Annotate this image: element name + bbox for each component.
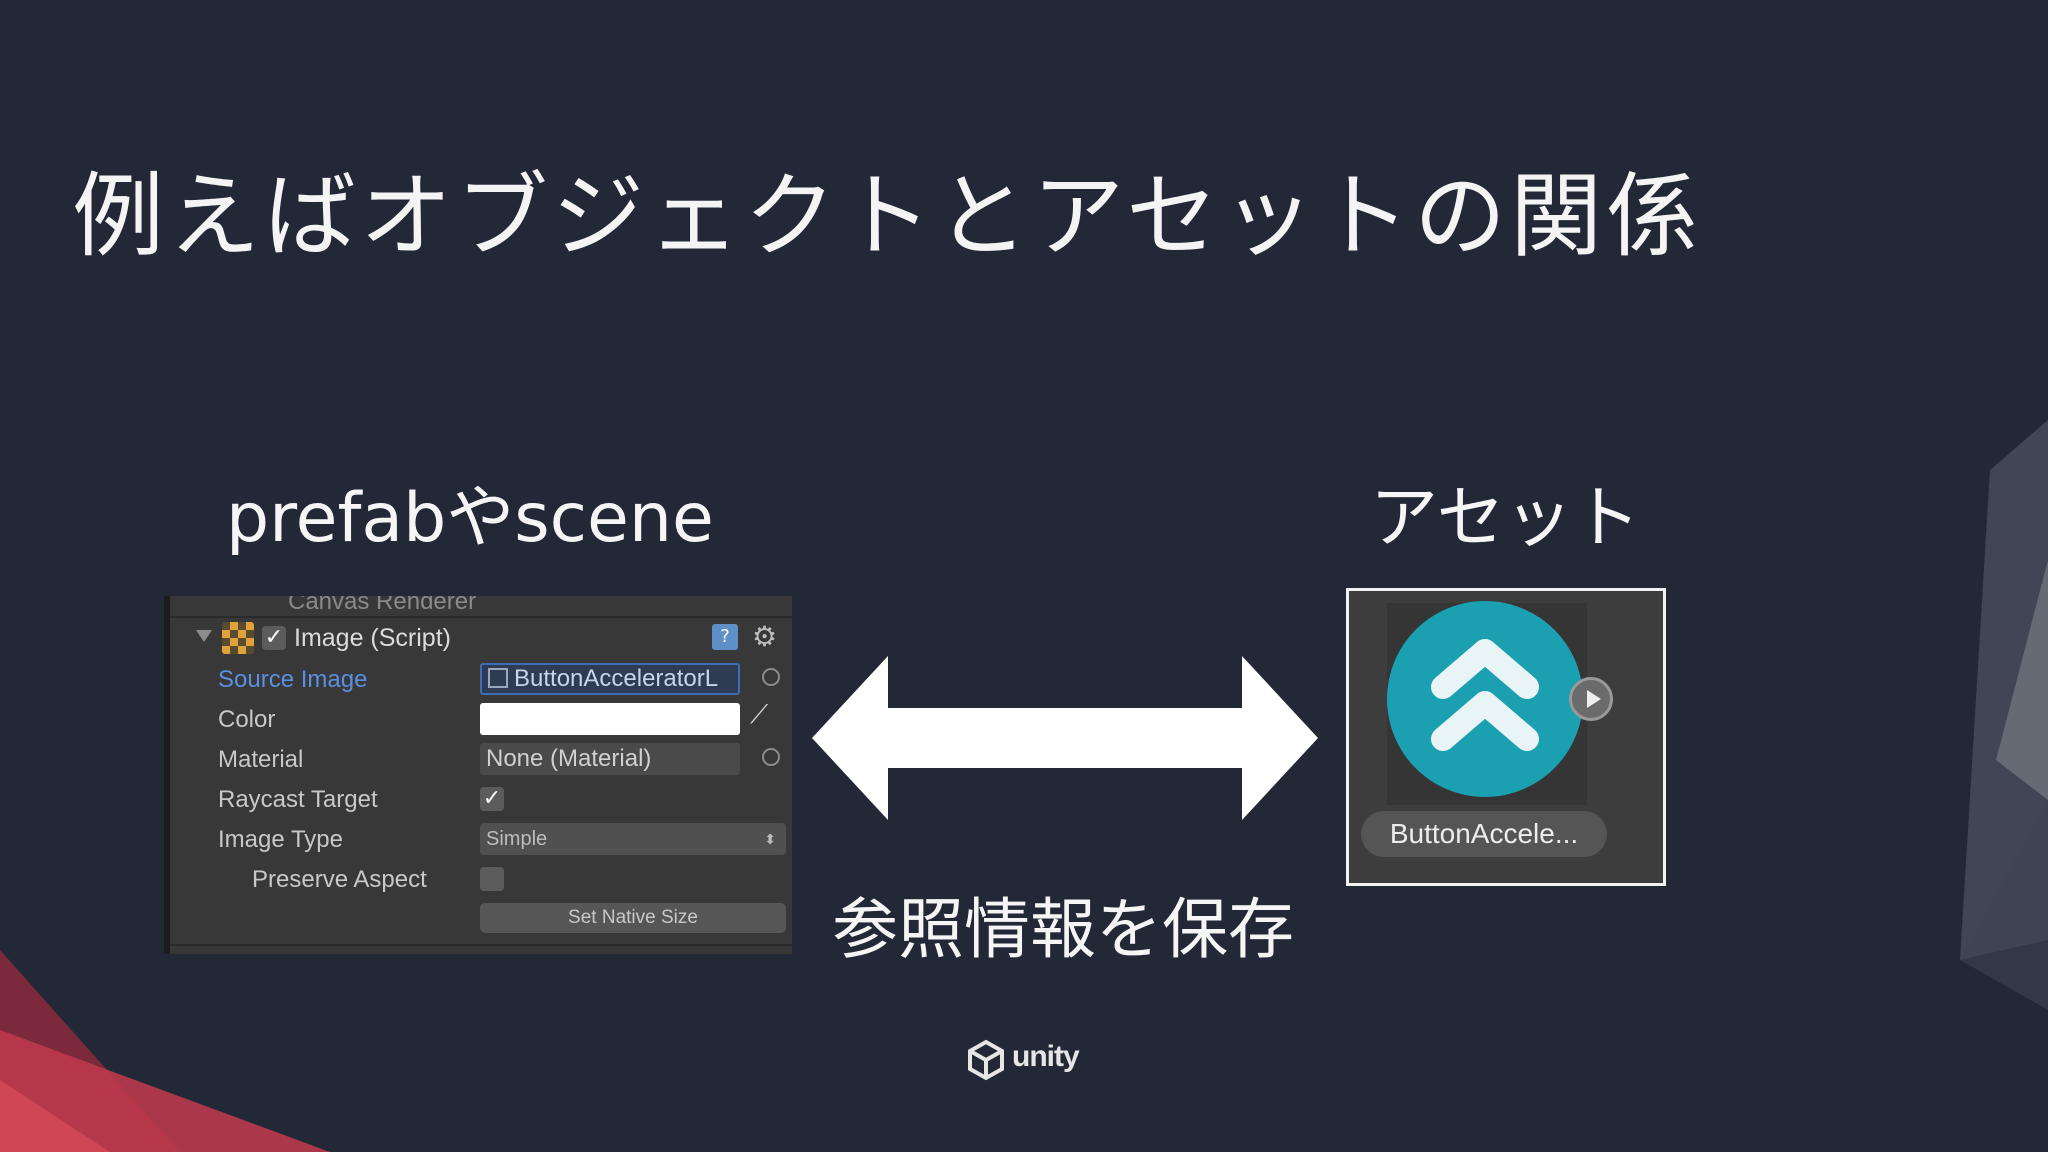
canvas-renderer-header: Canvas Renderer xyxy=(170,596,792,618)
image-type-dropdown[interactable]: Simple ⬍ xyxy=(480,823,786,855)
material-row: Material None (Material) xyxy=(170,740,792,778)
source-image-field[interactable]: ButtonAcceleratorL xyxy=(480,663,740,695)
double-arrow-icon xyxy=(812,656,1318,820)
asset-thumbnail xyxy=(1387,601,1583,797)
component-enabled-checkbox[interactable]: ✓ xyxy=(262,626,286,650)
eyedropper-icon[interactable]: ⟋ xyxy=(750,700,769,730)
dropdown-arrow-icon: ⬍ xyxy=(764,831,776,847)
play-icon[interactable] xyxy=(1569,677,1613,721)
set-native-size-row: Set Native Size xyxy=(170,900,792,938)
preserve-aspect-label: Preserve Aspect xyxy=(252,866,427,893)
preserve-aspect-row: Preserve Aspect xyxy=(170,860,792,898)
sprite-icon xyxy=(488,668,508,688)
object-picker-icon[interactable] xyxy=(762,668,780,686)
image-type-label: Image Type xyxy=(218,826,343,853)
right-label: アセット xyxy=(1370,479,1641,558)
slide-title: 例えばオブジェクトとアセットの関係 xyxy=(72,163,1703,270)
set-native-size-button[interactable]: Set Native Size xyxy=(480,903,786,933)
unity-logo-icon xyxy=(968,1039,1004,1081)
source-image-row: Source Image ButtonAcceleratorL xyxy=(170,660,792,698)
inspector-divider xyxy=(170,944,792,954)
asset-tile[interactable]: ButtonAccele... xyxy=(1346,588,1666,886)
color-row: Color ⟋ xyxy=(170,700,792,738)
inspector-panel: Canvas Renderer ✓ Image (Script) ? ⚙ Sou… xyxy=(164,596,792,954)
image-component-header[interactable]: ✓ Image (Script) ? ⚙ xyxy=(170,618,792,658)
color-label: Color xyxy=(218,706,276,733)
caption: 参照情報を保存 xyxy=(832,891,1294,968)
asset-name-label: ButtonAccele... xyxy=(1361,811,1607,857)
component-title: Image (Script) xyxy=(294,624,451,652)
color-field[interactable] xyxy=(480,703,740,735)
material-field[interactable]: None (Material) xyxy=(480,743,740,775)
source-image-label: Source Image xyxy=(218,666,368,693)
image-type-value: Simple xyxy=(486,828,548,850)
preserve-aspect-checkbox[interactable] xyxy=(480,867,504,891)
object-picker-icon[interactable] xyxy=(762,748,780,766)
raycast-target-checkbox[interactable]: ✓ xyxy=(480,787,504,811)
help-icon[interactable]: ? xyxy=(712,624,738,650)
raycast-target-label: Raycast Target xyxy=(218,786,378,813)
gear-icon[interactable]: ⚙ xyxy=(752,620,778,653)
material-label: Material xyxy=(218,746,304,773)
foldout-arrow-icon[interactable] xyxy=(196,630,212,642)
image-type-row: Image Type Simple ⬍ xyxy=(170,820,792,858)
double-chevron-up-icon xyxy=(1431,639,1539,751)
image-component-icon xyxy=(222,622,254,654)
raycast-target-row: Raycast Target ✓ xyxy=(170,780,792,818)
canvas-renderer-title: Canvas Renderer xyxy=(288,596,477,615)
unity-logo-text: unity xyxy=(1012,1040,1080,1073)
left-label: prefabやscene xyxy=(226,479,714,558)
source-image-value: ButtonAcceleratorL xyxy=(514,665,719,692)
